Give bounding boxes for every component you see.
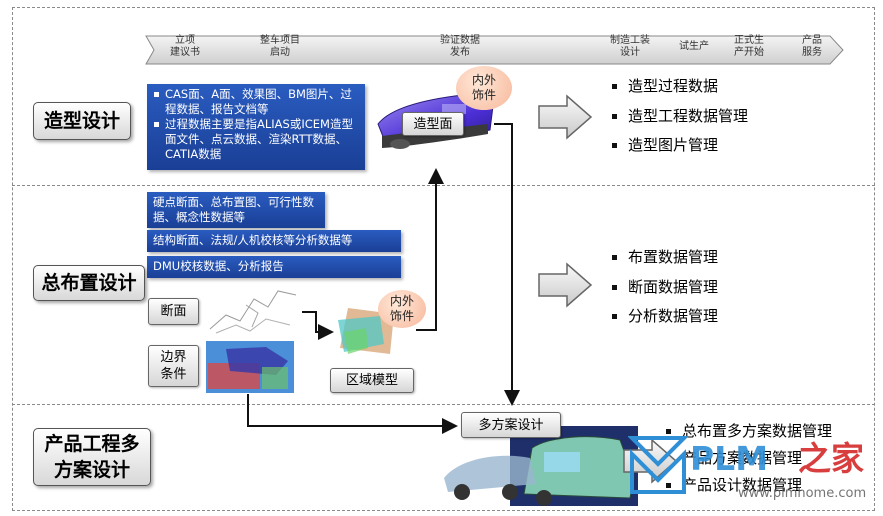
section-label-multi-scheme: 产品工程多 方案设计	[33, 428, 151, 486]
watermark-brand: PLM	[690, 439, 769, 478]
layout-output-item: 布置数据管理	[610, 247, 718, 277]
layout-zone-model-image	[338, 308, 394, 354]
timeline-stage-tooling-design: 制造工装 设计	[610, 35, 650, 58]
layout-info-box-dmu: DMU校核数据、分析报告	[147, 256, 401, 278]
multi-scheme-box: 多方案设计	[461, 412, 561, 438]
timeline-stage-product-service: 产品 服务	[802, 35, 822, 58]
timeline-arrow	[145, 35, 844, 65]
styling-output-arrow	[538, 94, 593, 140]
layout-output-item: 断面数据管理	[610, 277, 718, 307]
styling-info-item: CAS面、A面、效果图、BM图片、过程数据、报告文档等	[153, 87, 359, 117]
multi-scheme-output-item: 产品设计数据管理	[664, 475, 832, 502]
multi-scheme-output-list: 总布置多方案数据管理 产品方案数据管理 产品设计数据管理	[664, 421, 832, 502]
styling-output-item: 造型过程数据	[610, 76, 748, 106]
layout-section-sketch-image	[209, 290, 297, 334]
layout-info-box-hardpoint: 硬点断面、总布置图、可行性数据、概念性数据等	[147, 192, 325, 228]
section-divider-1	[12, 185, 875, 186]
section-divider-2	[12, 404, 875, 405]
timeline-stage-trial-production: 试生产	[679, 41, 709, 52]
multi-scheme-car-image	[444, 426, 638, 506]
styling-trim-bubble: 内外 饰件	[456, 66, 512, 110]
layout-output-arrow	[538, 262, 593, 308]
styling-output-item: 造型图片管理	[610, 135, 748, 165]
styling-output-list: 造型过程数据 造型工程数据管理 造型图片管理	[610, 76, 748, 165]
section-label-styling: 造型设计	[33, 102, 131, 140]
watermark-suffix: 之家	[798, 439, 864, 478]
styling-info-item: 过程数据主要是指ALIAS或ICEM造型面文件、点云数据、渲染RTT数据、CAT…	[153, 117, 359, 162]
timeline-stage-mass-production: 正式生 产开始	[734, 35, 764, 58]
watermark-logo-icon	[628, 436, 688, 494]
layout-trim-bubble: 内外 饰件	[378, 290, 426, 328]
timeline-stage-proposal: 立项 建议书	[170, 35, 200, 58]
layout-info-box-structure: 结构断面、法规/人机校核等分析数据等	[147, 230, 401, 252]
layout-zone-model-box: 区域模型	[330, 368, 414, 393]
timeline-stage-verification-release: 验证数据 发布	[440, 35, 480, 58]
layout-output-item: 分析数据管理	[610, 306, 718, 336]
timeline-stage-project-start: 整车项目 启动	[260, 35, 300, 58]
styling-surface-box: 造型面	[402, 112, 464, 136]
watermark-url: www.plmhome.com	[738, 486, 867, 501]
layout-boundary-image	[206, 341, 294, 393]
layout-output-list: 布置数据管理 断面数据管理 分析数据管理	[610, 247, 718, 336]
layout-boundary-box: 边界 条件	[148, 345, 199, 387]
layout-section-box: 断面	[148, 298, 199, 325]
diagram-frame	[12, 7, 875, 511]
section-label-layout: 总布置设计	[33, 265, 145, 301]
styling-output-item: 造型工程数据管理	[610, 106, 748, 136]
styling-info-box: CAS面、A面、效果图、BM图片、过程数据、报告文档等 过程数据主要是指ALIA…	[147, 84, 365, 170]
multi-scheme-output-item: 总布置多方案数据管理	[664, 421, 832, 448]
